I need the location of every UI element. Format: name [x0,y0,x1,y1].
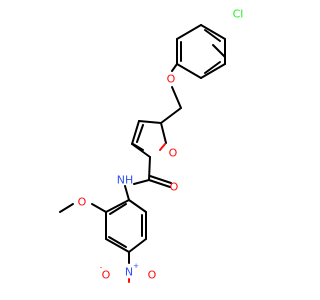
amide-nitrogen-label: NH [117,174,134,187]
nitro-oxygen-left-label: O [102,269,111,282]
nitro-nitrogen-label: N [125,266,133,279]
bonds [59,24,226,264]
ether-oxygen-label: O [167,73,176,86]
nitro-oxygen-right-label: O [148,269,157,282]
molecule-structure: Cl O O O NH O N + O - O [59,8,244,283]
nitro-oxygen-left-charge: - [100,264,103,272]
chlorine-label: Cl [233,8,244,21]
methoxy-oxygen-label: O [78,196,87,209]
carbonyl-oxygen-label: O [170,181,179,194]
colored-bond-halves [128,143,166,283]
nitro-nitrogen-charge: + [133,262,139,270]
furan-oxygen-label: O [169,147,178,160]
